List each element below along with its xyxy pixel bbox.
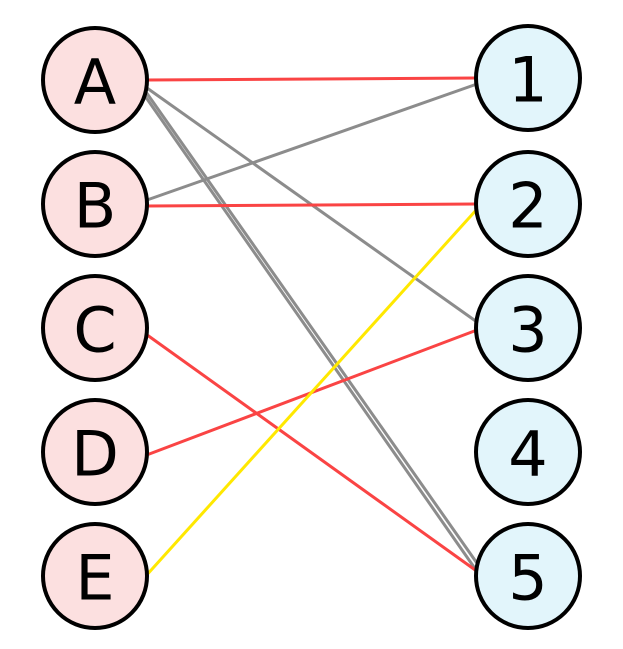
edge-B-2[interactable]: [146, 202, 477, 208]
node-circle-5[interactable]: [474, 522, 582, 630]
node-label-A: A: [74, 46, 116, 119]
edge-A-1[interactable]: [146, 76, 477, 82]
node-circle-1[interactable]: [474, 24, 582, 132]
edge-A-5[interactable]: [143, 95, 478, 571]
node-label-2: 2: [508, 170, 547, 243]
node-label-B: B: [74, 170, 117, 243]
edge-B-1[interactable]: [146, 82, 478, 202]
node-label-D: D: [71, 418, 119, 491]
node-label-5: 5: [508, 542, 547, 615]
node-1[interactable]: 1: [474, 24, 582, 132]
node-label-4: 4: [508, 418, 547, 491]
node-circle-4[interactable]: [474, 398, 582, 506]
node-2[interactable]: 2: [474, 150, 582, 258]
node-E[interactable]: E: [41, 522, 149, 630]
node-circle-2[interactable]: [474, 150, 582, 258]
edge-A-5[interactable]: [144, 91, 481, 567]
node-5[interactable]: 5: [474, 522, 582, 630]
node-3[interactable]: 3: [474, 274, 582, 382]
node-label-1: 1: [508, 44, 547, 117]
node-circle-A[interactable]: [41, 26, 149, 134]
node-label-E: E: [75, 542, 114, 615]
edge-C-5[interactable]: [142, 330, 479, 574]
node-B[interactable]: B: [41, 150, 149, 258]
node-D[interactable]: D: [41, 398, 149, 506]
node-A[interactable]: A: [41, 26, 149, 134]
node-circle-3[interactable]: [474, 274, 582, 382]
node-label-C: C: [73, 294, 116, 367]
node-4[interactable]: 4: [474, 398, 582, 506]
node-circle-D[interactable]: [41, 398, 149, 506]
node-circle-C[interactable]: [41, 274, 149, 382]
node-label-3: 3: [508, 294, 547, 367]
edge-E-2[interactable]: [142, 206, 480, 580]
node-C[interactable]: C: [41, 274, 149, 382]
node-circle-B[interactable]: [41, 150, 149, 258]
node-circle-E[interactable]: [41, 522, 149, 630]
edges-layer: [142, 76, 481, 580]
